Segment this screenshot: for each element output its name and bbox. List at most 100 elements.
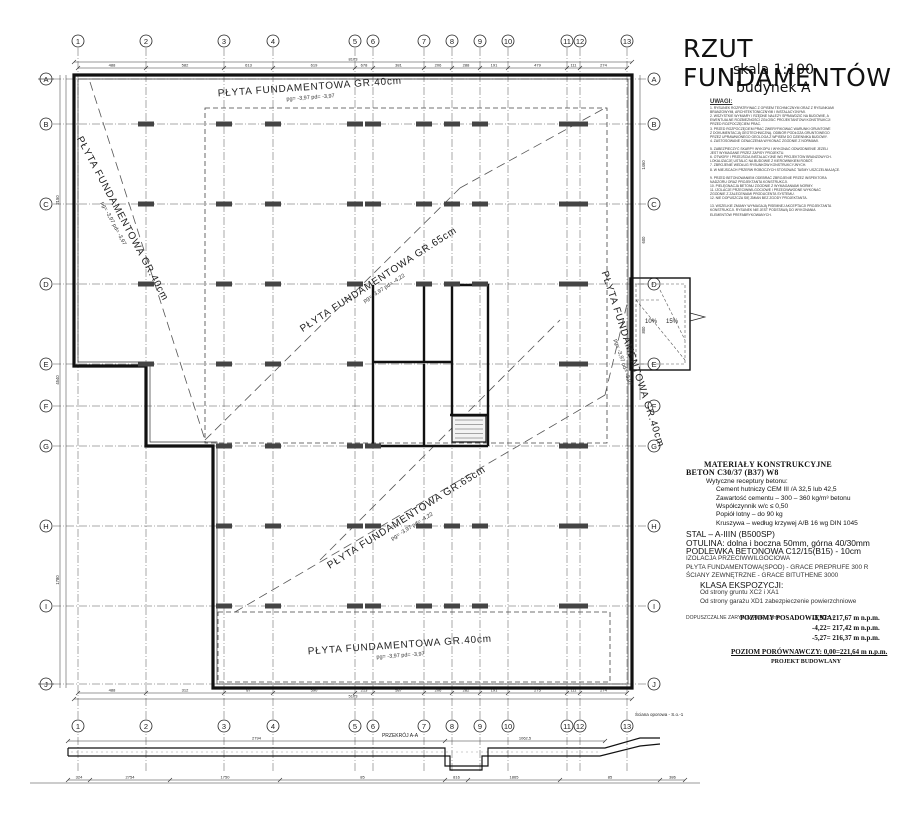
section-hatch [231, 751, 233, 753]
dim-bottom: 587 [395, 688, 402, 693]
grid-label-column: 12 [576, 37, 584, 46]
grid-bubble [71, 34, 85, 48]
grid-label-row: A [43, 75, 48, 84]
column-pillar [444, 281, 460, 287]
dim-tick [143, 65, 149, 71]
section-hatch [326, 751, 328, 753]
section-hatch [431, 751, 433, 753]
section-hatch [156, 751, 158, 753]
section-hatch [266, 751, 268, 753]
ramp-slope-2: 15% [666, 319, 679, 325]
exposure-line: Od strony gruntu XC2 i XA1 [700, 589, 779, 597]
dim-top: 111 [570, 63, 577, 68]
ramp-arrow [689, 312, 707, 322]
grid-bubble [139, 719, 153, 733]
dim-section-top: 1062,5 [519, 736, 532, 741]
note-line: BRANŻOWYMI, ARCHITEKTONICZNYMI I INSTALA… [710, 110, 806, 115]
dim-tick [75, 65, 81, 71]
dim-tick [449, 65, 455, 71]
grid-bubble [39, 357, 53, 371]
grid-label-column: 10 [504, 37, 512, 46]
grid-label-column: 2 [144, 722, 148, 731]
dim-section-bottom: 1865 [510, 775, 520, 780]
dim-bottom: 312 [182, 688, 189, 693]
grid-bubble [560, 34, 574, 48]
grid-bubble [417, 34, 431, 48]
section-hatch [111, 751, 113, 753]
column-pillar [572, 121, 588, 127]
section-hatch [506, 751, 508, 753]
grid-bubble [573, 719, 587, 733]
dim-tick [65, 777, 71, 783]
dim-top: 288 [463, 63, 470, 68]
section-hatch [346, 751, 348, 753]
insulation-line: IZOLACJA PRZECIWWILGOCIOWA [686, 555, 791, 563]
grid-label-row: H [43, 522, 48, 531]
section-hatch [516, 751, 518, 753]
note-line: 4. ZASTOSOWANE OZNACZENIA WYKONAĆ ZGODNI… [710, 138, 819, 143]
column-pillar [265, 523, 281, 529]
section-hatch [456, 751, 458, 753]
dim-tick [564, 65, 570, 71]
note-line: PRZEZ UPRAWNIONEGO GEOLOGA Z WPISEM DO D… [710, 134, 828, 139]
thick-slab-boundary [204, 107, 608, 444]
section-hatch [336, 751, 338, 753]
grid-bubble [39, 439, 53, 453]
exposure-line: Od strony garażu XD1 zabezpieczenie powi… [700, 597, 857, 605]
dim-tick [143, 690, 149, 696]
column-pillar [559, 523, 575, 529]
section-hatch [101, 751, 103, 753]
grid-label-row: A [651, 75, 656, 84]
notes-lines: 1. RYSUNEK ROZPATRYWAĆ Z OPISEM TECHNICZ… [710, 106, 880, 217]
grid-bubble [473, 34, 487, 48]
column-pillar [265, 201, 281, 207]
section-hatch [466, 751, 468, 753]
section-hatch [291, 751, 293, 753]
exposure-title: KLASA EKSPOZYCJI: [700, 579, 784, 590]
section-hatch [286, 751, 288, 753]
level-1: -3,97= 217,67 m n.p.m. [812, 614, 880, 622]
section-hatch [461, 751, 463, 753]
crack-width: DOPUSZCZALNE ZARYSOWANIE 0,3mm [686, 614, 782, 621]
section-hatch [596, 751, 598, 753]
section-hatch [421, 751, 423, 753]
foundation-outline-inner [77, 78, 629, 685]
grid-label-row: D [43, 280, 49, 289]
ramp-slope-1: 10% [645, 319, 658, 325]
grid-bubble [573, 34, 587, 48]
section-hatch [201, 751, 203, 753]
section-hatch [181, 751, 183, 753]
column-pillar [265, 603, 281, 609]
note-line: 9. PRZED BETONOWANIEM ODEBRAĆ ZBROJENIE … [710, 175, 827, 180]
dim-right: 1460 [641, 160, 646, 170]
column-pillar [347, 523, 363, 529]
dim-tick [682, 777, 688, 783]
section-hatch [531, 751, 533, 753]
dim-total: 8103 [349, 57, 359, 62]
column-pillar [365, 443, 381, 449]
grid-label-column: 6 [371, 722, 375, 731]
dim-tick [370, 65, 376, 71]
grid-label-column: 3 [222, 37, 226, 46]
grid-label-row: H [651, 522, 656, 531]
dim-tick [167, 777, 173, 783]
dim-tick [564, 690, 570, 696]
grid-label-column: 12 [576, 722, 584, 731]
dim-tick [577, 690, 583, 696]
section-hatch [381, 751, 383, 753]
column-pillar [416, 281, 432, 287]
grid-label-column: 8 [450, 722, 454, 731]
section-hatch [216, 751, 218, 753]
column-pillar [347, 201, 363, 207]
dim-section-bottom: 816 [453, 775, 460, 780]
column-pillar [444, 523, 460, 529]
dim-left: 4540 [55, 375, 60, 385]
section-hatch [481, 751, 483, 753]
grid-bubble [217, 34, 231, 48]
column-pillar [444, 603, 460, 609]
grid-label-column: 5 [353, 722, 357, 731]
grid-label-row: G [43, 442, 49, 451]
section-hatch [496, 751, 498, 753]
